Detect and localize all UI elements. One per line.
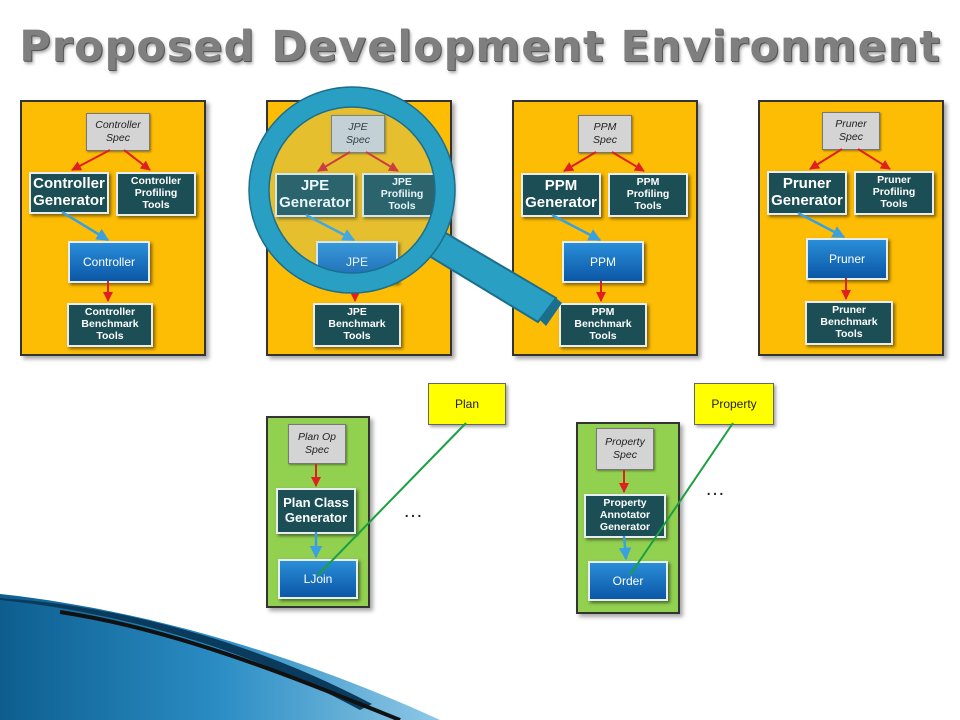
- property-annotator-generator: Property Annotator Generator: [584, 494, 666, 538]
- property-note: Property: [694, 383, 774, 425]
- plan-note-link: [317, 422, 467, 576]
- property-spec: Property Spec: [596, 428, 654, 470]
- jpe-profiling-tools: JPE Profiling Tools: [362, 173, 442, 217]
- magnifying-glass-icon: [248, 86, 562, 326]
- plan-op-spec: Plan Op Spec: [288, 424, 346, 464]
- jpe-generator: JPE Generator: [275, 173, 355, 217]
- ppm-arrows: [551, 151, 645, 302]
- ppm-profiling-tools: PPM Profiling Tools: [608, 173, 688, 217]
- controller-benchmark-tools: Controller Benchmark Tools: [67, 303, 153, 347]
- decorative-swoosh: [0, 594, 440, 720]
- property-ellipsis: …: [705, 478, 725, 500]
- controller-profiling-tools: Controller Profiling Tools: [116, 172, 196, 216]
- pruner-arrows: [797, 148, 891, 300]
- pruner-generator: Pruner Generator: [767, 171, 847, 215]
- controller-arrows: [61, 149, 151, 302]
- jpe-spec: JPE Spec: [331, 115, 385, 153]
- pruner-profiling-tools: Pruner Profiling Tools: [854, 171, 934, 215]
- ljoin-instance: LJoin: [278, 559, 358, 599]
- order-instance: Order: [588, 561, 668, 601]
- pruner-spec: Pruner Spec: [822, 112, 880, 150]
- property-extension-arrows: [618, 470, 632, 561]
- controller-spec: Controller Spec: [86, 113, 150, 151]
- ppm-generator: PPM Generator: [521, 173, 601, 217]
- controller-instance: Controller: [68, 241, 150, 283]
- plan-note: Plan: [428, 383, 506, 425]
- ppm-spec: PPM Spec: [578, 115, 632, 153]
- jpe-benchmark-tools: JPE Benchmark Tools: [313, 303, 401, 347]
- ppm-instance: PPM: [562, 241, 644, 283]
- property-note-link: [629, 422, 734, 576]
- pruner-benchmark-tools: Pruner Benchmark Tools: [805, 301, 893, 345]
- plan-class-generator: Plan Class Generator: [276, 488, 356, 534]
- controller-generator: Controller Generator: [29, 172, 109, 214]
- plan-ellipsis: …: [403, 500, 423, 522]
- page-title: Proposed Development Environment: [19, 22, 941, 72]
- ppm-benchmark-tools: PPM Benchmark Tools: [559, 303, 647, 347]
